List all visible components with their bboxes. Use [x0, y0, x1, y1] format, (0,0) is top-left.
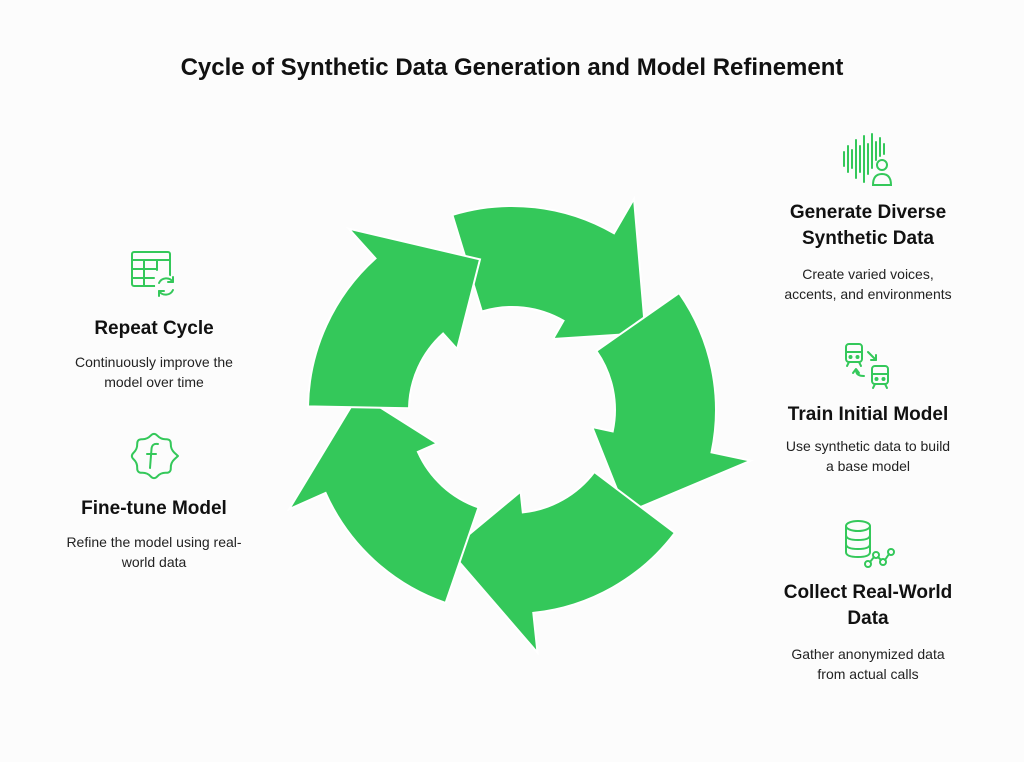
step-title: Train Initial Model	[787, 404, 949, 425]
step-description: a base model	[825, 458, 911, 474]
step-description: Gather anonymized data	[791, 646, 945, 662]
step-title: Fine-tune Model	[81, 498, 227, 519]
step-title: Data	[847, 608, 889, 629]
cycle-arrows	[286, 195, 755, 656]
train-transfer-icon	[845, 343, 889, 389]
step-description: model over time	[104, 374, 204, 390]
step-title: Collect Real-World	[783, 582, 953, 603]
cycle-arrow-2	[590, 291, 755, 515]
cycle-arrow-4	[286, 392, 480, 605]
step-train-model: Train Initial Model Use synthetic data t…	[748, 340, 988, 476]
step-fine-tune: Fine-tune Model Refine the model using r…	[34, 428, 274, 572]
voice-waveform-person-icon	[843, 133, 893, 186]
cycle-arrow-3	[447, 470, 677, 656]
diagram-title: Cycle of Synthetic Data Generation and M…	[180, 54, 844, 81]
cycle-arrow-5	[306, 226, 482, 410]
step-description: from actual calls	[817, 666, 919, 682]
step-description: Use synthetic data to build	[785, 438, 951, 454]
step-title: Generate Diverse	[789, 202, 947, 223]
step-description: accents, and environments	[784, 286, 952, 302]
step-description: Continuously improve the	[75, 354, 233, 370]
step-description: Refine the model using real-	[66, 534, 242, 550]
step-title: Synthetic Data	[802, 228, 934, 249]
step-description: world data	[121, 554, 187, 570]
cycle-arrow-1	[451, 195, 647, 341]
step-repeat-cycle: Repeat Cycle Continuously improve the mod…	[34, 248, 274, 392]
step-title: Repeat Cycle	[94, 318, 214, 339]
function-gear-icon	[130, 432, 179, 480]
step-description: Create varied voices,	[802, 266, 934, 282]
table-refresh-icon	[131, 251, 177, 297]
database-network-icon	[845, 520, 895, 568]
